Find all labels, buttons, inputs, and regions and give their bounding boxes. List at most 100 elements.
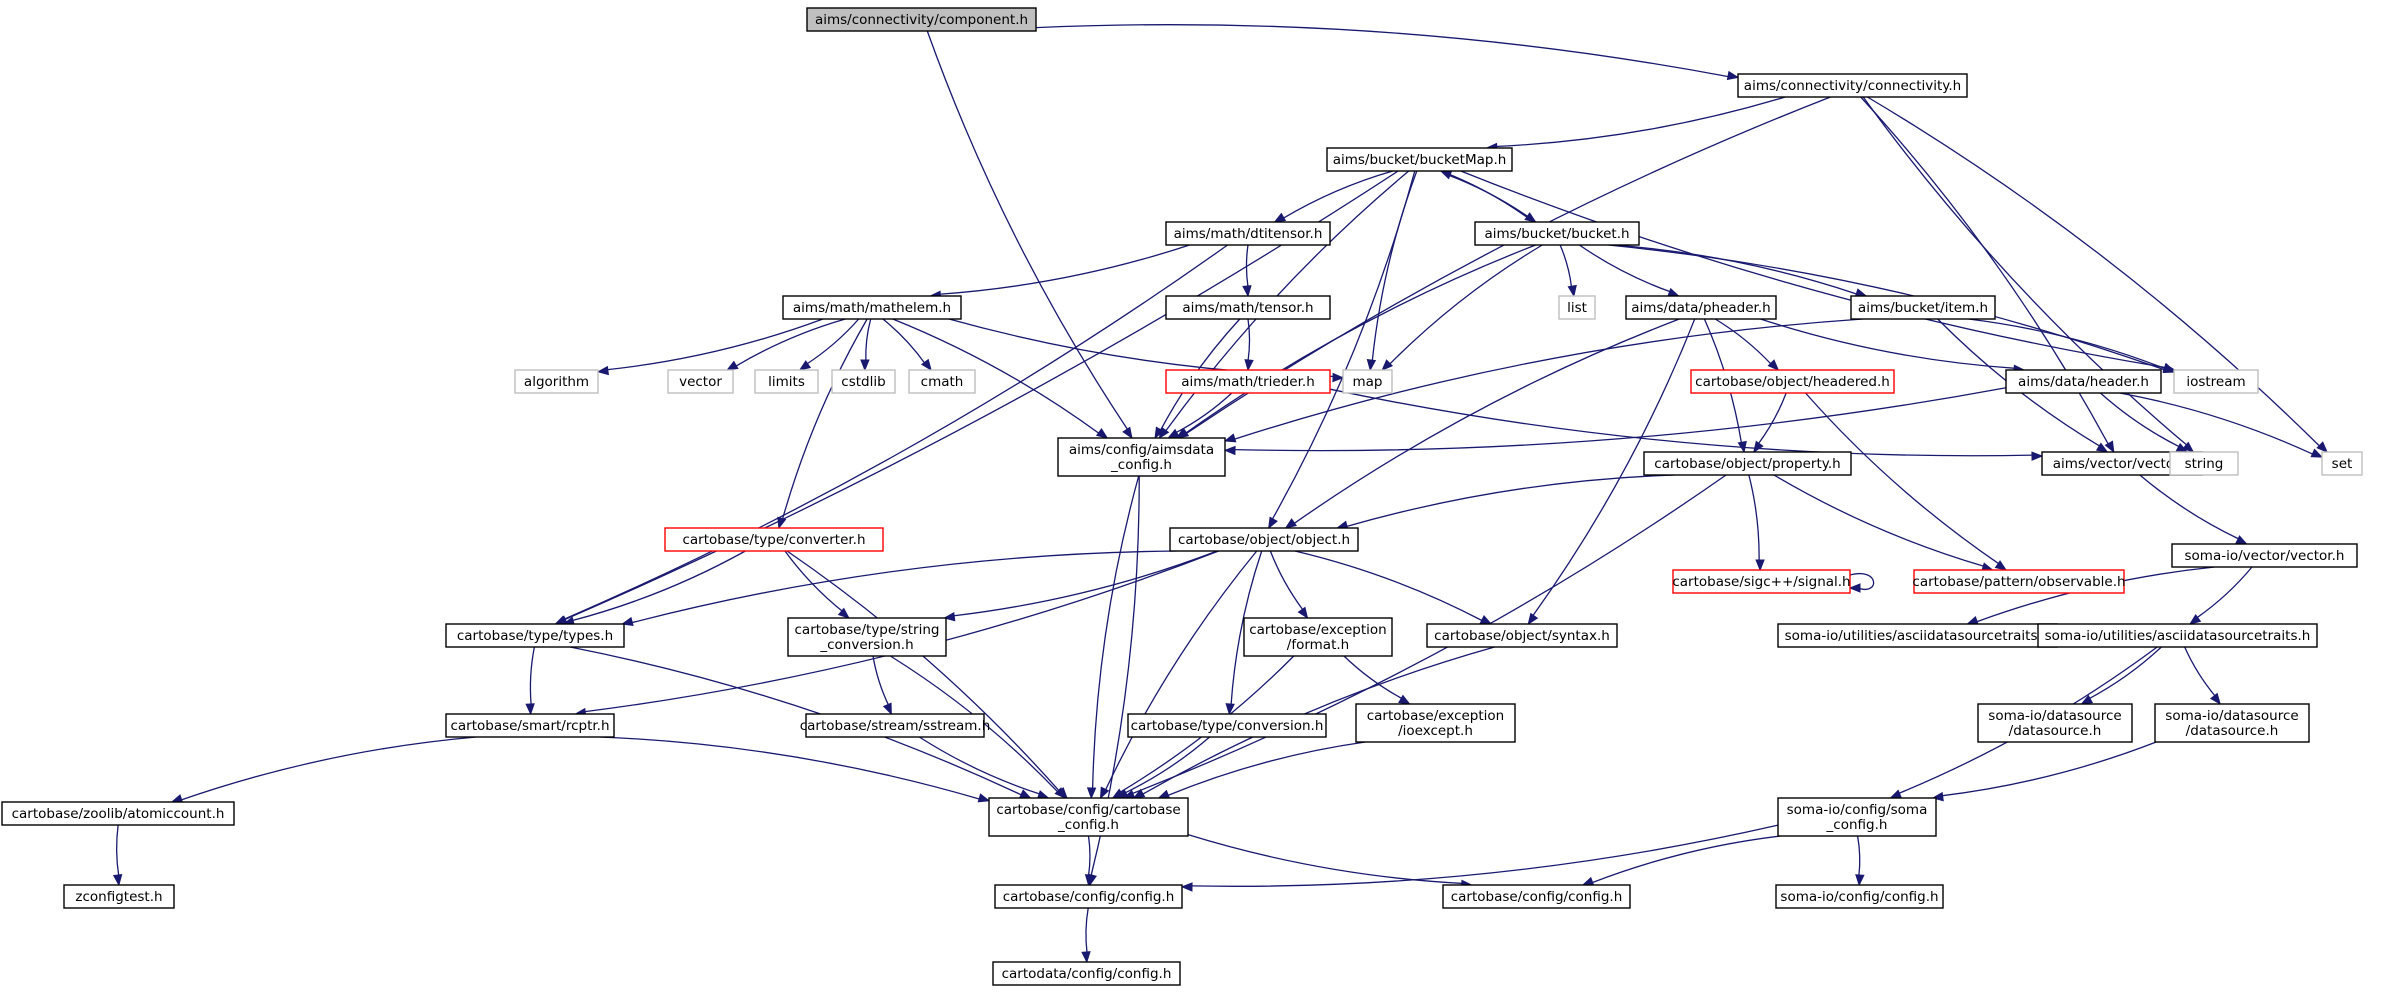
node-label: aims/bucket/item.h [1858, 300, 1988, 316]
edge-line [806, 318, 860, 365]
node-syntax[interactable]: cartobase/object/syntax.h [1426, 623, 1618, 648]
node-connectivity[interactable]: aims/connectivity/connectivity.h [1737, 73, 1968, 98]
edge-line [2139, 474, 2240, 540]
node-headered[interactable]: cartobase/object/headered.h [1690, 369, 1895, 394]
edge-line [569, 646, 1023, 796]
edge-connectivity-to-aimsvector [1860, 96, 2115, 454]
edge-object-to-types [621, 550, 1177, 627]
node-config2[interactable]: cartobase/config/config.h [1442, 884, 1631, 909]
node-sstream[interactable]: cartobase/stream/sstream.h [800, 713, 991, 738]
edge-trieder-to-aimsvector [1329, 388, 2044, 461]
node-label: cartobase/object/syntax.h [1434, 628, 1610, 644]
node-property[interactable]: cartobase/object/property.h [1643, 451, 1852, 476]
node-box [1474, 221, 1640, 246]
node-label: soma-io/datasource [2165, 708, 2298, 724]
edge-line [953, 550, 1218, 617]
node-label: cartobase/zoolib/atomiccount.h [12, 806, 225, 822]
edge-soma_config-to-config2 [1581, 835, 1781, 886]
node-dtitensor[interactable]: aims/math/dtitensor.h [1165, 221, 1331, 246]
node-cmath: cmath [908, 369, 976, 394]
edge-bucket-to-map [1381, 244, 1543, 371]
edge-line [1269, 550, 1304, 611]
edge-mathelem-to-cstdlib [860, 318, 872, 372]
edge-line [2184, 646, 2216, 697]
node-bucket[interactable]: aims/bucket/bucket.h [1474, 221, 1640, 246]
edge-object-to-syntax [1294, 550, 1493, 625]
node-label: cartobase/exception [1249, 622, 1387, 638]
edge-line [1862, 96, 2188, 446]
node-label: aims/vector/vector.h [2053, 456, 2192, 472]
edge-arrowhead [1332, 372, 1345, 383]
node-box [2169, 451, 2239, 476]
node-item[interactable]: aims/bucket/item.h [1850, 295, 1996, 320]
edge-line [1230, 550, 1263, 706]
edge-exc_format-to-ioexcept [1343, 655, 1411, 705]
edge-arrowhead [1084, 874, 1095, 887]
node-label: soma-io/vector/vector.h [2185, 548, 2345, 564]
node-aimsdata-config[interactable]: aims/config/aimsdata_config.h [1057, 437, 1226, 477]
edge-arrowhead [2310, 448, 2324, 458]
node-zconfigtest[interactable]: zconfigtest.h [63, 884, 175, 909]
node-trieder[interactable]: aims/math/trieder.h [1165, 369, 1331, 394]
node-ioexcept[interactable]: cartobase/exception/ioexcept.h [1355, 703, 1516, 743]
edge-line [1805, 392, 2000, 565]
node-tensor[interactable]: aims/math/tensor.h [1165, 295, 1331, 320]
node-signal[interactable]: cartobase/sigc++/signal.h [1672, 569, 1851, 594]
edge-arrowhead [2095, 442, 2109, 453]
edge-line [1164, 170, 1410, 432]
node-adst1[interactable]: soma-io/utilities/asciidatasourcetraits.… [1777, 623, 2058, 648]
node-observable[interactable]: cartobase/pattern/observable.h [1912, 569, 2126, 594]
edge-soma_config-to-config1 [1180, 824, 1779, 892]
node-types[interactable]: cartobase/type/types.h [445, 623, 625, 648]
edge-arrowhead [112, 874, 123, 887]
edge-line [1245, 244, 1249, 288]
node-adst2[interactable]: soma-io/utilities/asciidatasourcetraits.… [2037, 623, 2318, 648]
node-exc-format[interactable]: cartobase/exception/format.h [1243, 617, 1393, 657]
node-label: cartobase/object/property.h [1654, 456, 1840, 472]
node-header[interactable]: aims/data/header.h [2005, 369, 2162, 394]
node-ds1[interactable]: soma-io/datasource/datasource.h [1977, 703, 2133, 743]
node-pheader[interactable]: aims/data/pheader.h [1625, 295, 1777, 320]
node-somavector[interactable]: soma-io/vector/vector.h [2171, 543, 2358, 568]
node-string-conversion[interactable]: cartobase/type/string_conversion.h [787, 617, 947, 657]
edge-line [1087, 835, 1091, 877]
node-cartodata-config[interactable]: cartodata/config/config.h [992, 961, 1181, 986]
edge-arrowhead [1855, 874, 1865, 887]
edge-arrowhead [1567, 284, 1577, 298]
edge-soma_config-to-somaconfig [1855, 835, 1865, 887]
node-root[interactable]: aims/connectivity/component.h [806, 7, 1037, 32]
edge-connectivity-to-string [1862, 96, 2195, 453]
edge-arrowhead [1398, 694, 1411, 705]
edge-line [1141, 646, 1495, 796]
node-object[interactable]: cartobase/object/object.h [1169, 527, 1359, 552]
node-bucketMap[interactable]: aims/bucket/bucketMap.h [1326, 147, 1513, 172]
node-soma-config[interactable]: soma-io/config/soma_config.h [1777, 797, 1937, 837]
node-label: list [1567, 300, 1587, 316]
node-algorithm: algorithm [514, 369, 599, 394]
edge-arrowhead [920, 358, 932, 372]
edge-line [1371, 170, 1418, 362]
node-aimsvector[interactable]: aims/vector/vector.h [2041, 451, 2203, 476]
edge-line [892, 318, 1100, 435]
node-cartobase-config[interactable]: cartobase/config/cartobase_config.h [988, 797, 1189, 837]
node-config1[interactable]: cartobase/config/config.h [994, 884, 1183, 909]
edge-adst2-to-ds1 [2080, 646, 2162, 705]
edge-property-to-cartobase_config [1122, 474, 1727, 799]
node-label: aims/connectivity/connectivity.h [1744, 78, 1961, 94]
node-rcptr[interactable]: cartobase/smart/rcptr.h [445, 713, 615, 738]
edge-line [1345, 474, 1675, 528]
node-conversion[interactable]: cartobase/type/conversion.h [1127, 713, 1327, 738]
edge-property-to-signal [1748, 474, 1765, 572]
node-mathelem[interactable]: aims/math/mathelem.h [782, 295, 962, 320]
edge-arrowhead [2182, 441, 2195, 453]
node-label: _config.h [1057, 817, 1119, 833]
node-label: cartobase/exception [1367, 708, 1505, 724]
node-atomiccount[interactable]: cartobase/zoolib/atomiccount.h [1, 801, 235, 826]
node-label: _config.h [1826, 817, 1888, 833]
node-somaconfig[interactable]: soma-io/config/config.h [1775, 884, 1944, 909]
edge-line [1247, 318, 1251, 362]
edge-line [1124, 736, 1211, 794]
node-converter[interactable]: cartobase/type/converter.h [664, 527, 884, 552]
node-label: _config.h [1110, 457, 1172, 473]
node-ds2[interactable]: soma-io/datasource/datasource.h [2154, 703, 2310, 743]
